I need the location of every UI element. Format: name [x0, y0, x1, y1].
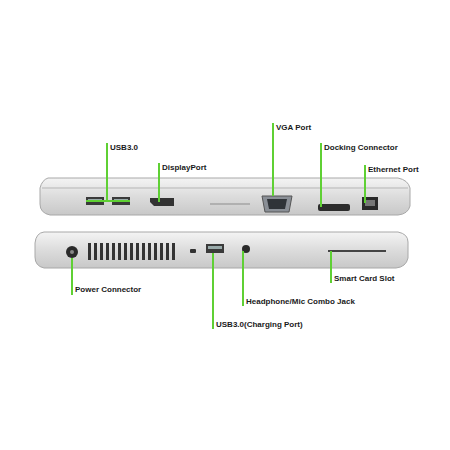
port-label: Power Connector	[75, 285, 141, 295]
port-label: DisplayPort	[162, 163, 206, 173]
port-label: VGA Port	[276, 123, 311, 133]
port-label: Ethernet Port	[368, 165, 419, 175]
port-label: Smart Card Slot	[334, 274, 394, 284]
port-label: USB3.0	[110, 143, 138, 153]
port-label: USB3.0(Charging Port)	[216, 320, 303, 330]
port-label: Docking Connector	[324, 143, 398, 153]
port-label: Headphone/Mic Combo Jack	[246, 297, 355, 307]
